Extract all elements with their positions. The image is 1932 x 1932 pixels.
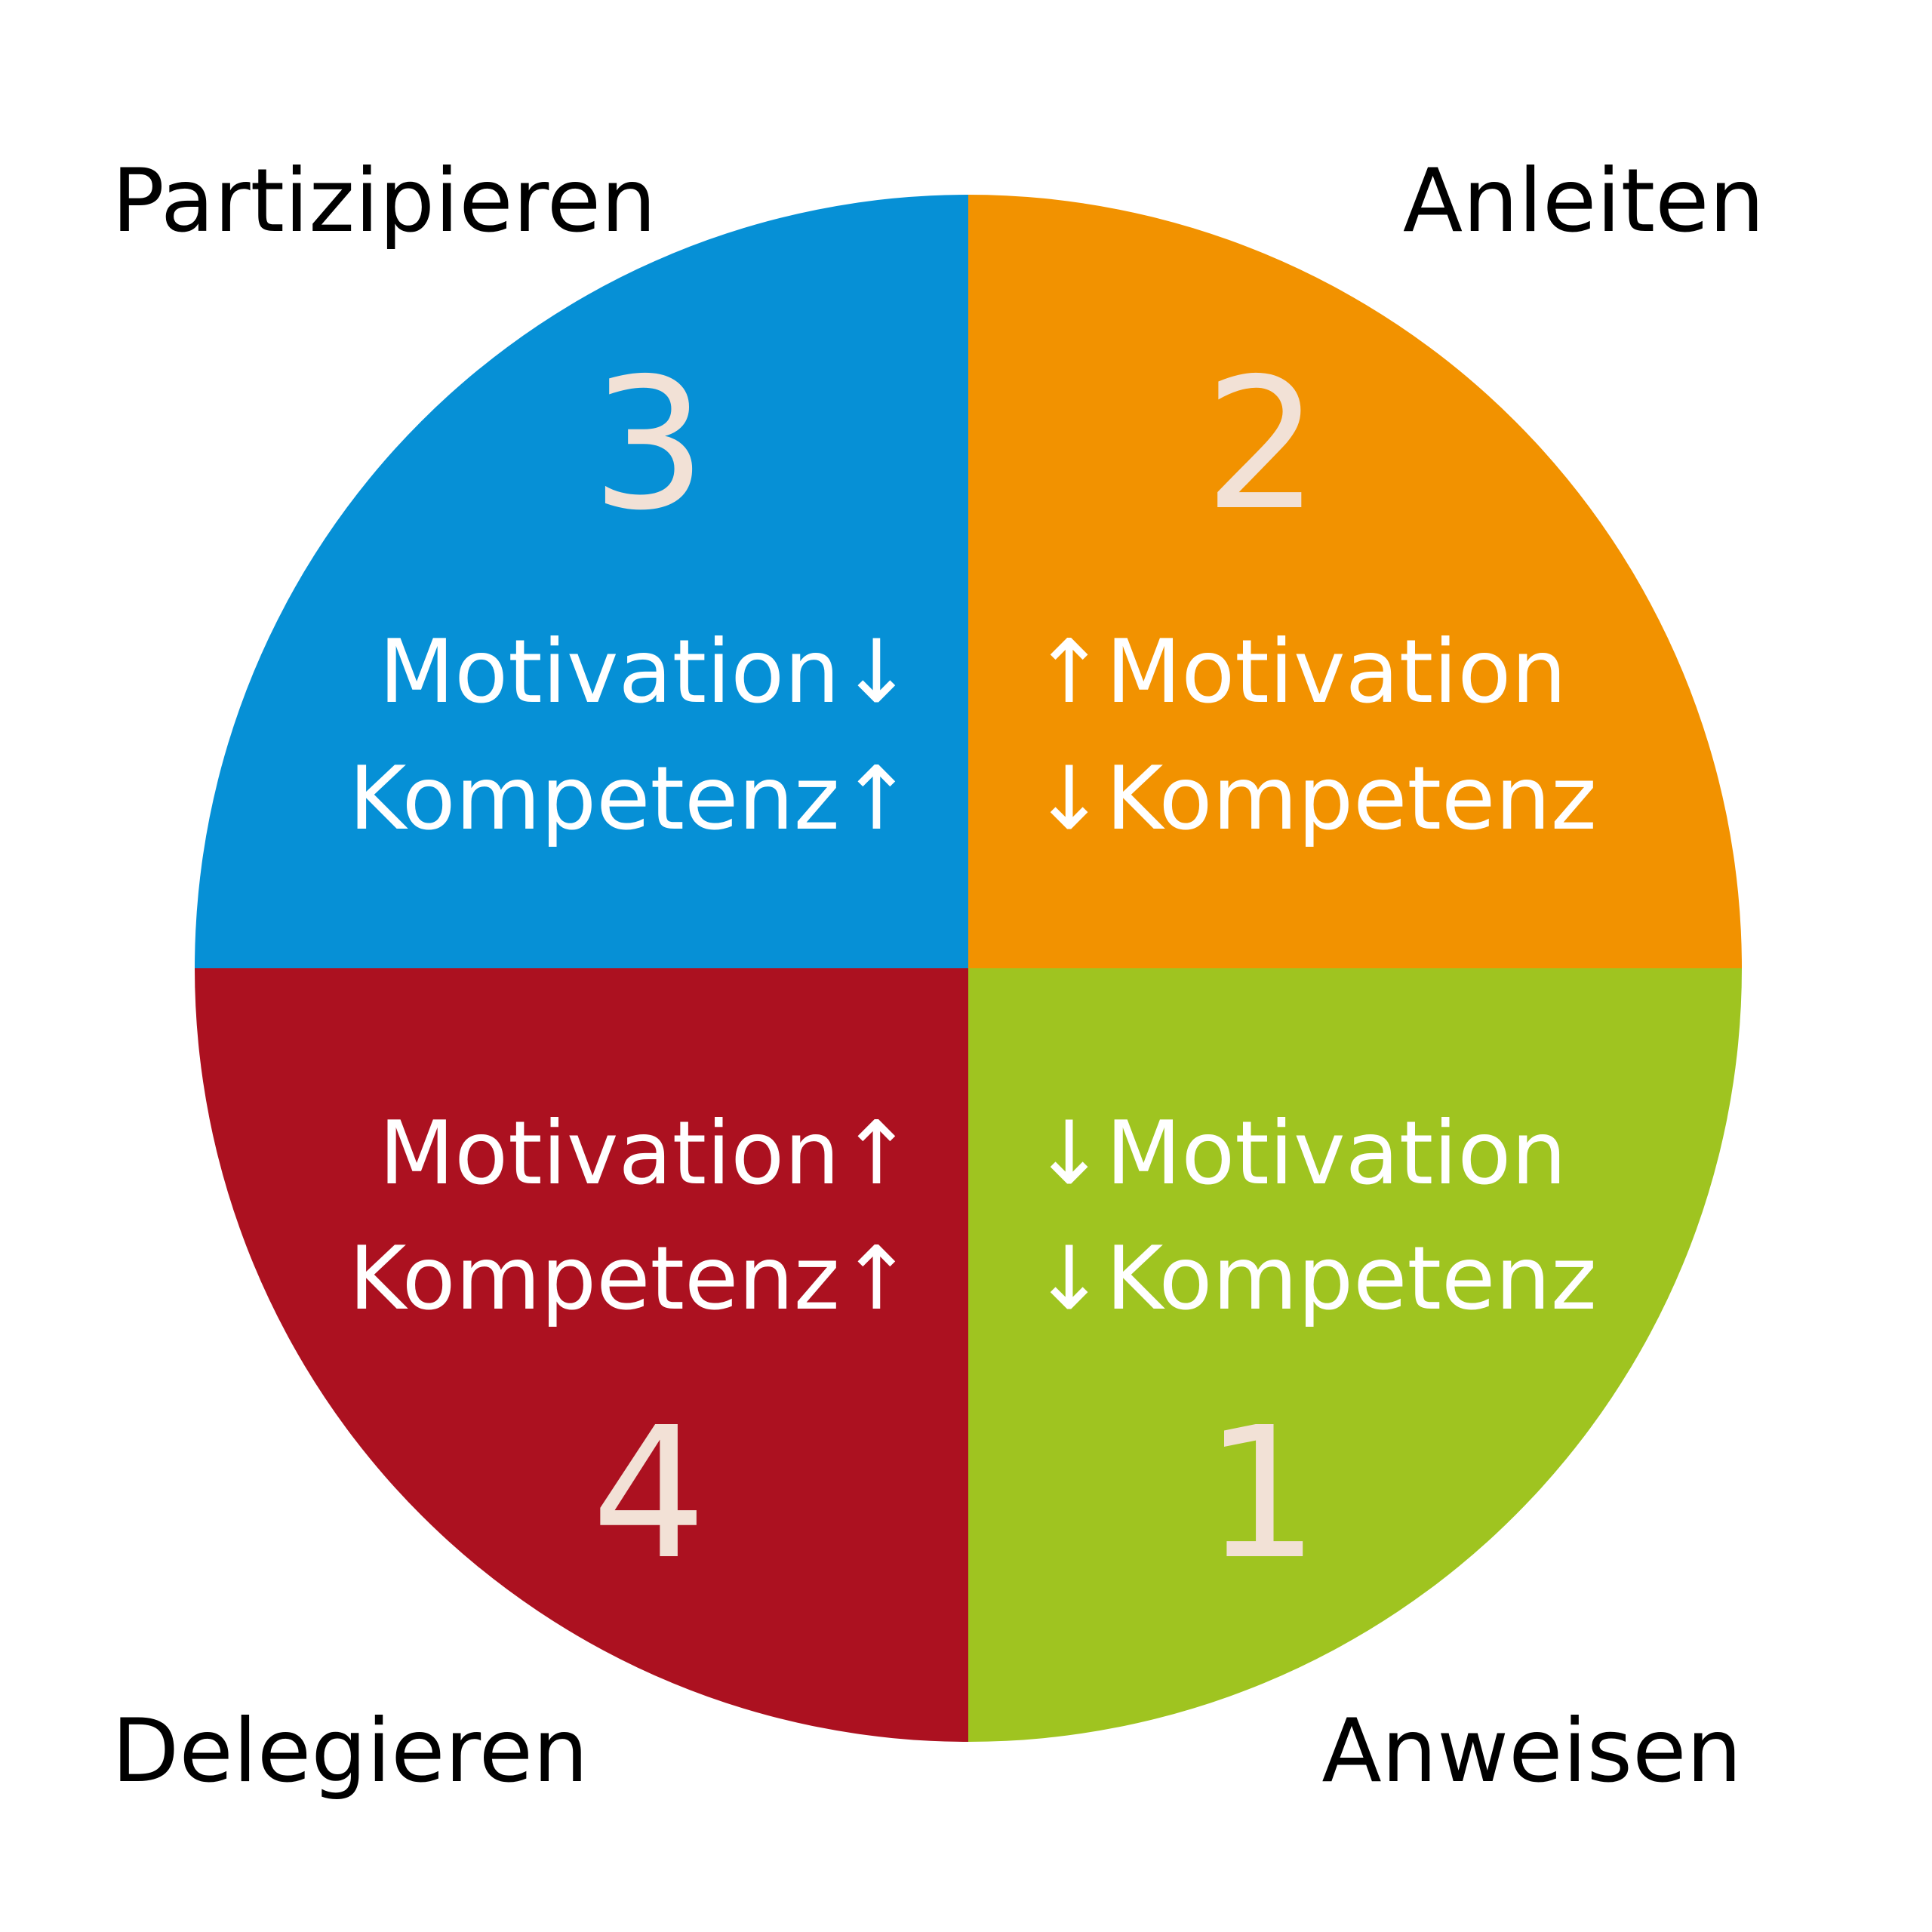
quadrant-2-kompetenz: ↓Kompetenz [1032, 748, 1597, 850]
label-anweisen: Anweisen [1321, 1700, 1742, 1802]
quadrant-2-motivation: ↑Motivation [1032, 621, 1567, 723]
label-partizipieren: Partizipieren [112, 150, 657, 252]
quadrant-2-wedge [968, 195, 1742, 968]
quadrant-1-number: 1 [1204, 1388, 1320, 1599]
quadrant-4-kompetenz: Kompetenz↑ [349, 1228, 913, 1330]
label-anleiten: Anleiten [1403, 150, 1764, 252]
quadrant-4-motivation: Motivation↑ [379, 1103, 913, 1204]
quadrant-4-wedge [195, 968, 968, 1742]
label-delegieren: Delegieren [112, 1700, 589, 1802]
quadrant-3-wedge [195, 195, 968, 968]
quadrant-1-motivation: ↓Motivation [1032, 1103, 1567, 1204]
quadrant-1-wedge [968, 968, 1742, 1742]
quadrant-2-number: 2 [1204, 339, 1320, 550]
quadrant-3-motivation: Motivation↓ [379, 621, 913, 723]
quadrant-3-kompetenz: Kompetenz↑ [349, 748, 913, 850]
quadrant-4-number: 4 [592, 1388, 707, 1599]
quadrant-1-kompetenz: ↓Kompetenz [1032, 1228, 1597, 1330]
quadrant-3-number: 3 [592, 339, 707, 550]
